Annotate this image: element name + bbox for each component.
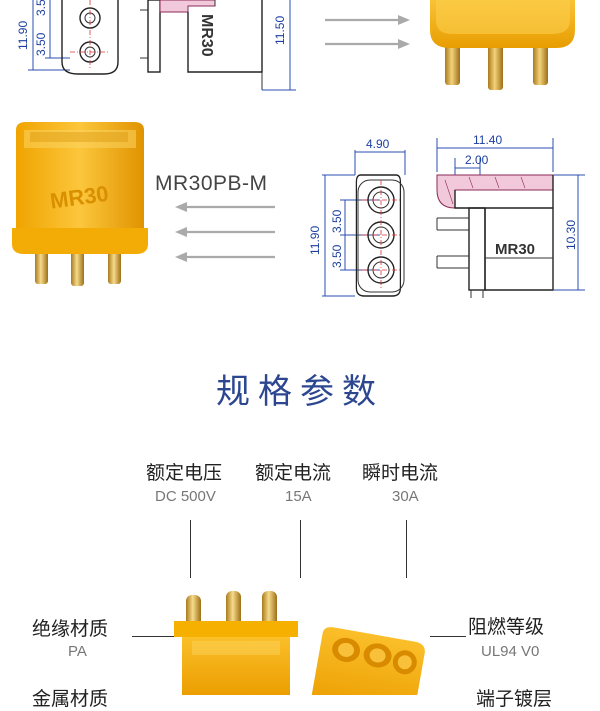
- side-marking: MR30: [495, 241, 535, 258]
- spec-insulation-name: 绝缘材质: [32, 618, 109, 640]
- side-dim-length: 11.40: [473, 133, 502, 147]
- leader-flame: [430, 636, 466, 637]
- leader-voltage: [190, 520, 191, 578]
- bottom-connector-photos: [174, 591, 425, 695]
- spec-metal-name: 金属材质: [32, 688, 109, 710]
- leader-peak: [406, 520, 407, 578]
- front-view-drawing: 4.90 11.90 3.50 3.50: [308, 137, 406, 297]
- top-dim-pitch-2: 3.5: [34, 0, 48, 16]
- top-arrows: [325, 15, 410, 49]
- top-drawing-strip: 11.90 3.50 3.5 MR30 11.50: [16, 0, 575, 91]
- spec-flame-value: UL94 V0: [481, 643, 540, 660]
- top-front-view: [61, 0, 119, 75]
- spec-peak-current-name: 瞬时电流: [362, 462, 439, 484]
- front-dim-pitch-2: 3.50: [330, 244, 344, 268]
- connector-photo: MR30: [12, 122, 148, 286]
- side-dim-pin-offset: 2.00: [465, 153, 489, 167]
- front-dim-pitch-1: 3.50: [330, 209, 344, 233]
- leader-current: [300, 520, 301, 578]
- section-title: 规格参数: [216, 372, 384, 412]
- leader-insulation: [132, 636, 174, 637]
- top-dim-side-height: 11.50: [273, 16, 287, 45]
- spec-rated-current-value: 15A: [285, 488, 312, 505]
- side-dim-height: 10.30: [564, 220, 578, 250]
- model-arrows: [175, 202, 275, 262]
- spec-rated-voltage-value: DC 500V: [155, 488, 216, 505]
- spec-flame-name: 阻燃等级: [468, 616, 545, 638]
- top-connector-photo: [430, 0, 575, 90]
- model-label: MR30PB-M: [155, 172, 268, 195]
- top-side-view: MR30 11.50: [140, 0, 296, 91]
- side-view-drawing: 11.40 2.00 MR30 10.30: [436, 133, 585, 298]
- spec-plating-name: 端子镀层: [476, 688, 553, 710]
- spec-peak-current-value: 30A: [392, 488, 419, 505]
- front-dim-height: 11.90: [308, 226, 322, 255]
- top-dim-pitch: 3.50: [34, 32, 48, 56]
- top-left-dimensions: 11.90 3.50 3.5: [16, 0, 70, 71]
- spec-rated-voltage-name: 额定电压: [146, 462, 223, 484]
- top-dim-height: 11.90: [16, 21, 30, 50]
- spec-rated-current-name: 额定电流: [255, 462, 332, 484]
- spec-insulation-value: PA: [68, 643, 87, 660]
- front-dim-width: 4.90: [366, 137, 390, 151]
- top-side-marking: MR30: [198, 14, 215, 57]
